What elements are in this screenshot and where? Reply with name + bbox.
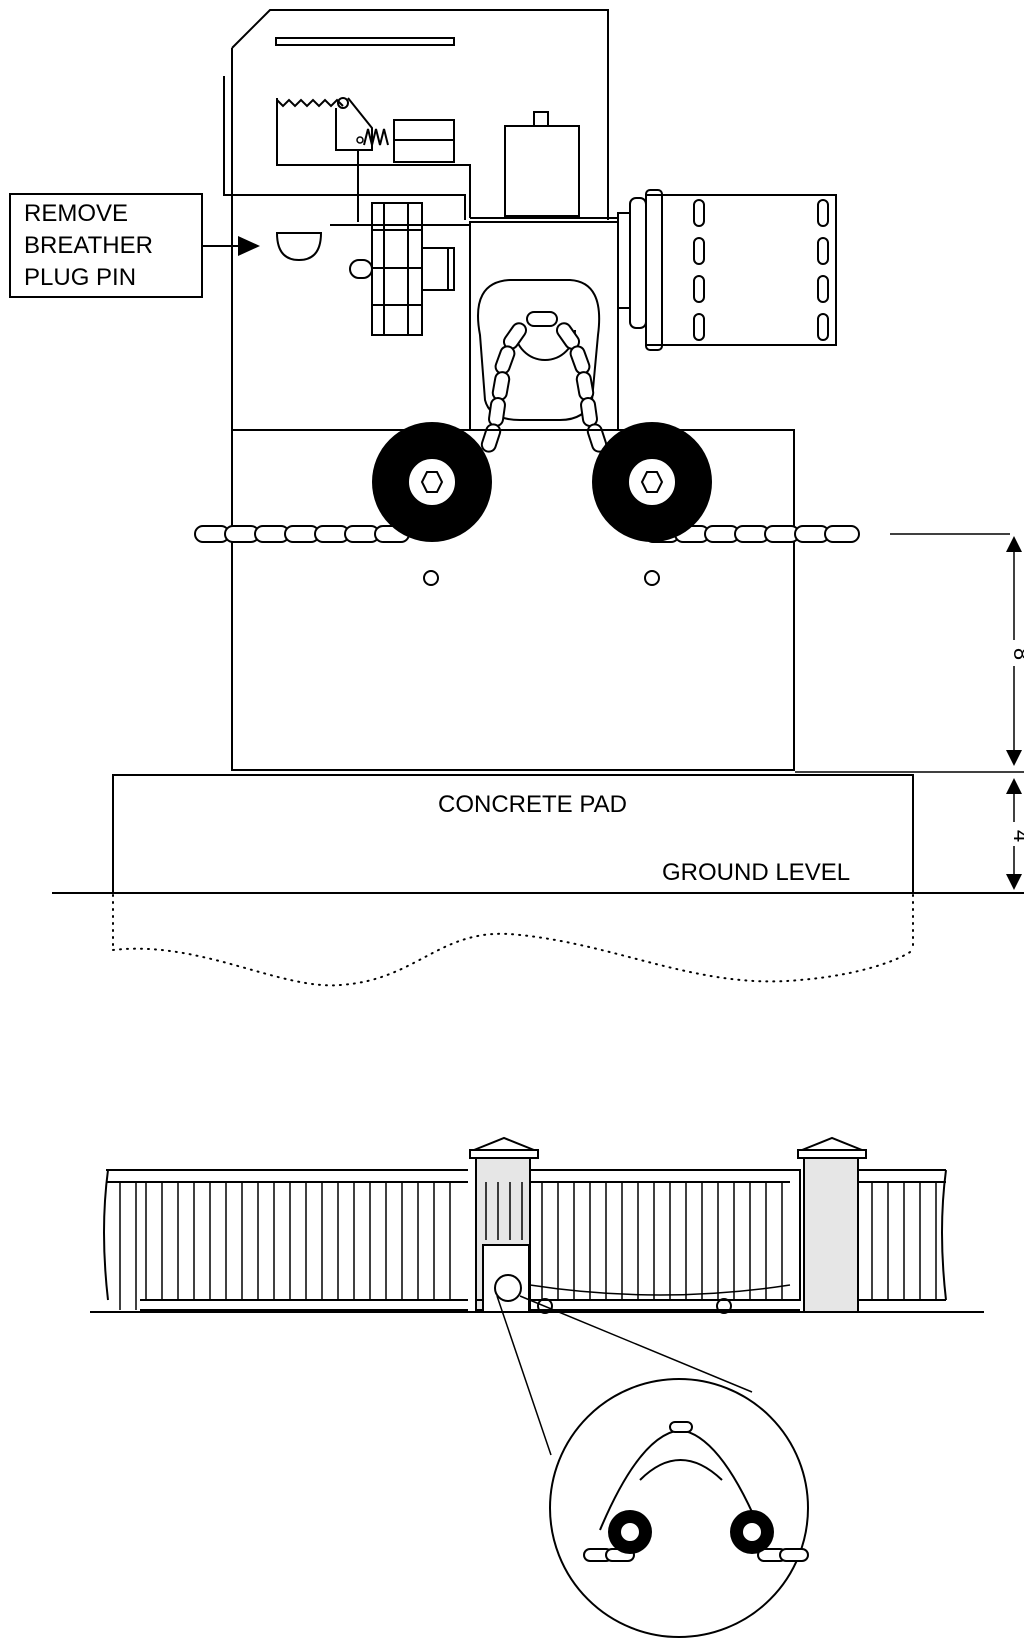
callout-arrow-icon	[238, 236, 260, 256]
dimension-lower: 4	[1009, 830, 1024, 842]
concrete-pad-label: CONCRETE PAD	[438, 791, 627, 818]
gate-overview	[90, 1136, 984, 1456]
gate-chain	[194, 525, 1010, 543]
operator-unit	[223, 9, 837, 771]
fence-left-pickets	[119, 1182, 451, 1310]
motor-vents	[693, 199, 829, 341]
callout-line-3: PLUG PIN	[24, 264, 136, 291]
dim-arrow-up-icon	[1006, 536, 1022, 552]
callout-line-2: BREATHER	[24, 232, 153, 259]
excavation-outline	[112, 894, 914, 987]
end-post	[803, 1157, 859, 1313]
dim-arrow-up-icon	[1006, 778, 1022, 794]
breather-plug-callout: REMOVE BREATHER PLUG PIN	[9, 193, 260, 298]
ground-level-label: GROUND LEVEL	[662, 859, 850, 886]
drive-sprocket-marker	[494, 1274, 522, 1302]
dim-arrow-down-icon	[1006, 750, 1022, 766]
concrete-pad: CONCRETE PAD GROUND LEVEL	[112, 774, 914, 894]
chain-detail-magnifier	[549, 1378, 809, 1638]
idler-wheel-left	[372, 422, 492, 542]
dimension-upper: 8	[1009, 648, 1024, 660]
idler-wheel-right	[592, 422, 712, 542]
drive-chain-loop	[480, 311, 608, 453]
dimension-markers: 8 4	[795, 536, 1024, 890]
callout-line-1: REMOVE	[24, 200, 128, 227]
dim-arrow-down-icon	[1006, 874, 1022, 890]
